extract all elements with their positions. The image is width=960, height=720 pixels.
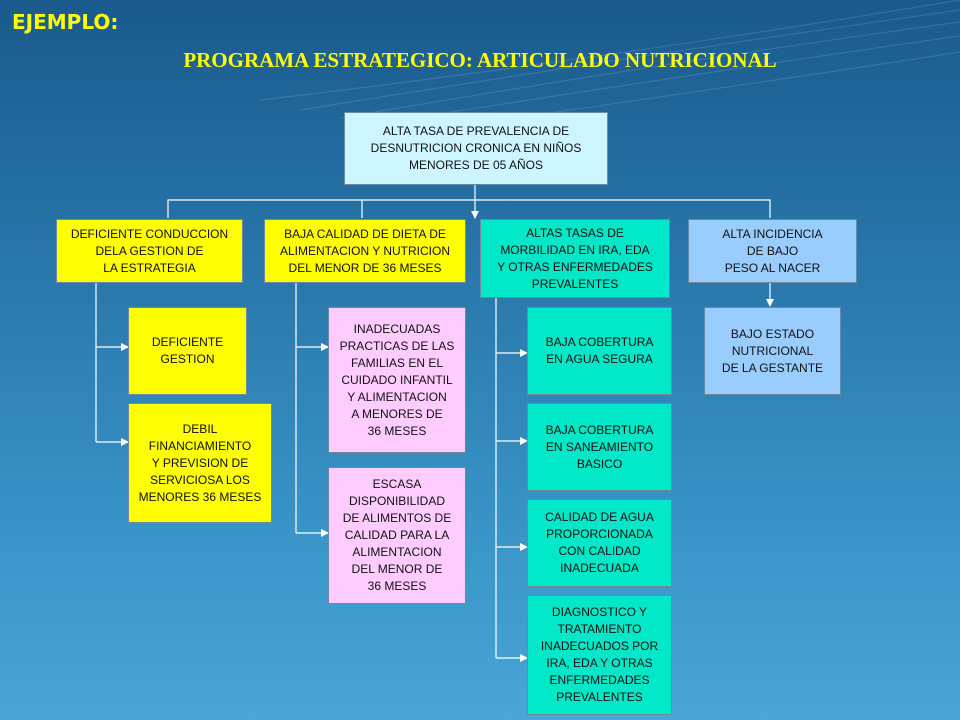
cause-box-bajo-peso: ALTA INCIDENCIA DE BAJO PESO AL NACER — [688, 219, 857, 283]
cause-box-dieta: BAJA CALIDAD DE DIETA DE ALIMENTACION Y … — [264, 219, 466, 283]
subcause-deficiente-gestion: DEFICIENTE GESTION — [128, 307, 247, 395]
root-problem-box: ALTA TASA DE PREVALENCIA DE DESNUTRICION… — [344, 112, 608, 185]
subcause-bajo-estado-nutricional: BAJO ESTADO NUTRICIONAL DE LA GESTANTE — [704, 307, 841, 395]
page-title: PROGRAMA ESTRATEGICO: ARTICULADO NUTRICI… — [183, 48, 777, 72]
subcause-inadecuadas-practicas: INADECUADAS PRACTICAS DE LAS FAMILIAS EN… — [328, 307, 466, 453]
decorative-stripes — [259, 0, 960, 120]
subcause-escasa-disponibilidad: ESCASA DISPONIBILIDAD DE ALIMENTOS DE CA… — [328, 467, 466, 604]
subcause-debil-financiamiento: DEBIL FINANCIAMIENTO Y PREVISION DE SERV… — [128, 403, 272, 523]
subcause-saneamiento: BAJA COBERTURA EN SANEAMIENTO BASICO — [527, 403, 672, 491]
subcause-calidad-agua: CALIDAD DE AGUA PROPORCIONADA CON CALIDA… — [527, 499, 672, 587]
cause-box-gestion: DEFICIENTE CONDUCCION DELA GESTION DE LA… — [56, 219, 243, 283]
subcause-diagnostico: DIAGNOSTICO Y TRATAMIENTO INADECUADOS PO… — [527, 595, 672, 715]
subcause-agua-segura: BAJA COBERTURA EN AGUA SEGURA — [527, 307, 672, 395]
cause-box-morbilidad: ALTAS TASAS DE MORBILIDAD EN IRA, EDA Y … — [480, 219, 670, 298]
example-label: EJEMPLO: — [12, 10, 119, 34]
